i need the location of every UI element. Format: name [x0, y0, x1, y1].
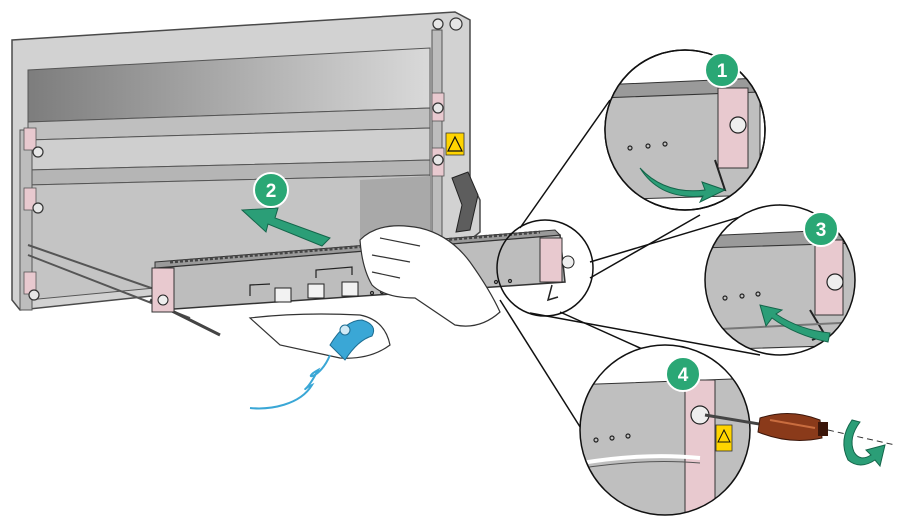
step-number: 4	[678, 365, 689, 386]
step-number: 2	[266, 181, 277, 202]
step-badge-4: 4	[665, 356, 701, 392]
rotate-clockwise-icon	[843, 419, 886, 468]
wrist-strap-icon	[249, 319, 375, 410]
esd-warning-icon	[445, 132, 465, 156]
esd-warning-icon	[715, 424, 733, 452]
step-badge-1: 1	[704, 52, 740, 88]
detail-circle-4	[579, 344, 751, 516]
screwdriver-icon	[704, 413, 896, 446]
step-number: 1	[717, 61, 728, 82]
detail-circle-1	[604, 49, 766, 211]
step-badge-3: 3	[803, 211, 839, 247]
step-number: 3	[816, 220, 827, 241]
step-badge-2: 2	[253, 172, 289, 208]
insert-direction-arrow-icon	[240, 207, 331, 247]
